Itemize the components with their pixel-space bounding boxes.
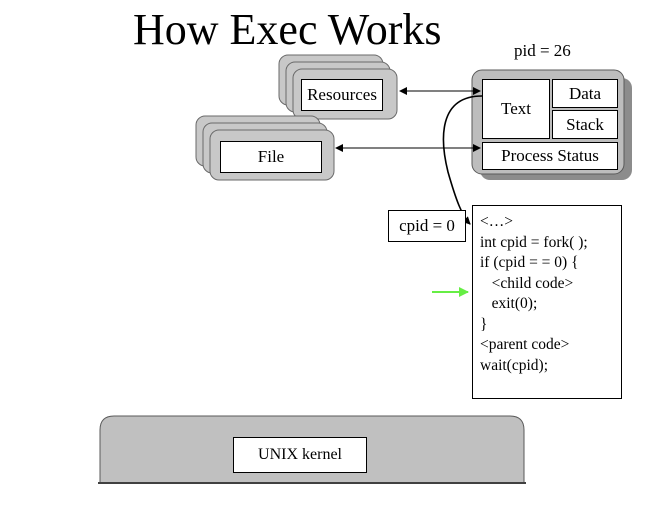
code-line: } bbox=[480, 315, 488, 333]
cpid-box: cpid = 0 bbox=[388, 210, 466, 242]
resources-box: Resources bbox=[301, 79, 383, 111]
code-line: wait(cpid); bbox=[480, 356, 549, 374]
process-status-label: Process Status bbox=[501, 146, 599, 165]
process-status-cell: Process Status bbox=[482, 142, 618, 170]
text-cell: Text bbox=[482, 79, 550, 139]
code-line: int cpid = fork( ); bbox=[480, 233, 588, 251]
code-line: if (cpid = = 0) { bbox=[480, 254, 579, 271]
cpid-label: cpid = 0 bbox=[399, 216, 455, 235]
stack-cell: Stack bbox=[552, 110, 618, 139]
data-label: Data bbox=[568, 84, 602, 103]
stack-label: Stack bbox=[566, 115, 604, 134]
file-box: File bbox=[220, 141, 322, 173]
resources-label: Resources bbox=[307, 85, 377, 104]
code-line: <child code> bbox=[480, 274, 574, 292]
code-line: <…> bbox=[480, 213, 513, 230]
text-label: Text bbox=[501, 99, 531, 118]
code-line: <parent code> bbox=[480, 336, 570, 353]
kernel-label: UNIX kernel bbox=[258, 446, 342, 463]
pid-label: pid = 26 bbox=[514, 41, 571, 60]
data-cell: Data bbox=[552, 79, 618, 108]
kernel-box: UNIX kernel bbox=[233, 437, 367, 473]
slide-title: How Exec Works bbox=[133, 5, 442, 54]
code-listing: <…> int cpid = fork( ); if (cpid = = 0) … bbox=[472, 205, 622, 399]
code-line: exit(0); bbox=[480, 295, 538, 312]
file-label: File bbox=[257, 147, 285, 166]
